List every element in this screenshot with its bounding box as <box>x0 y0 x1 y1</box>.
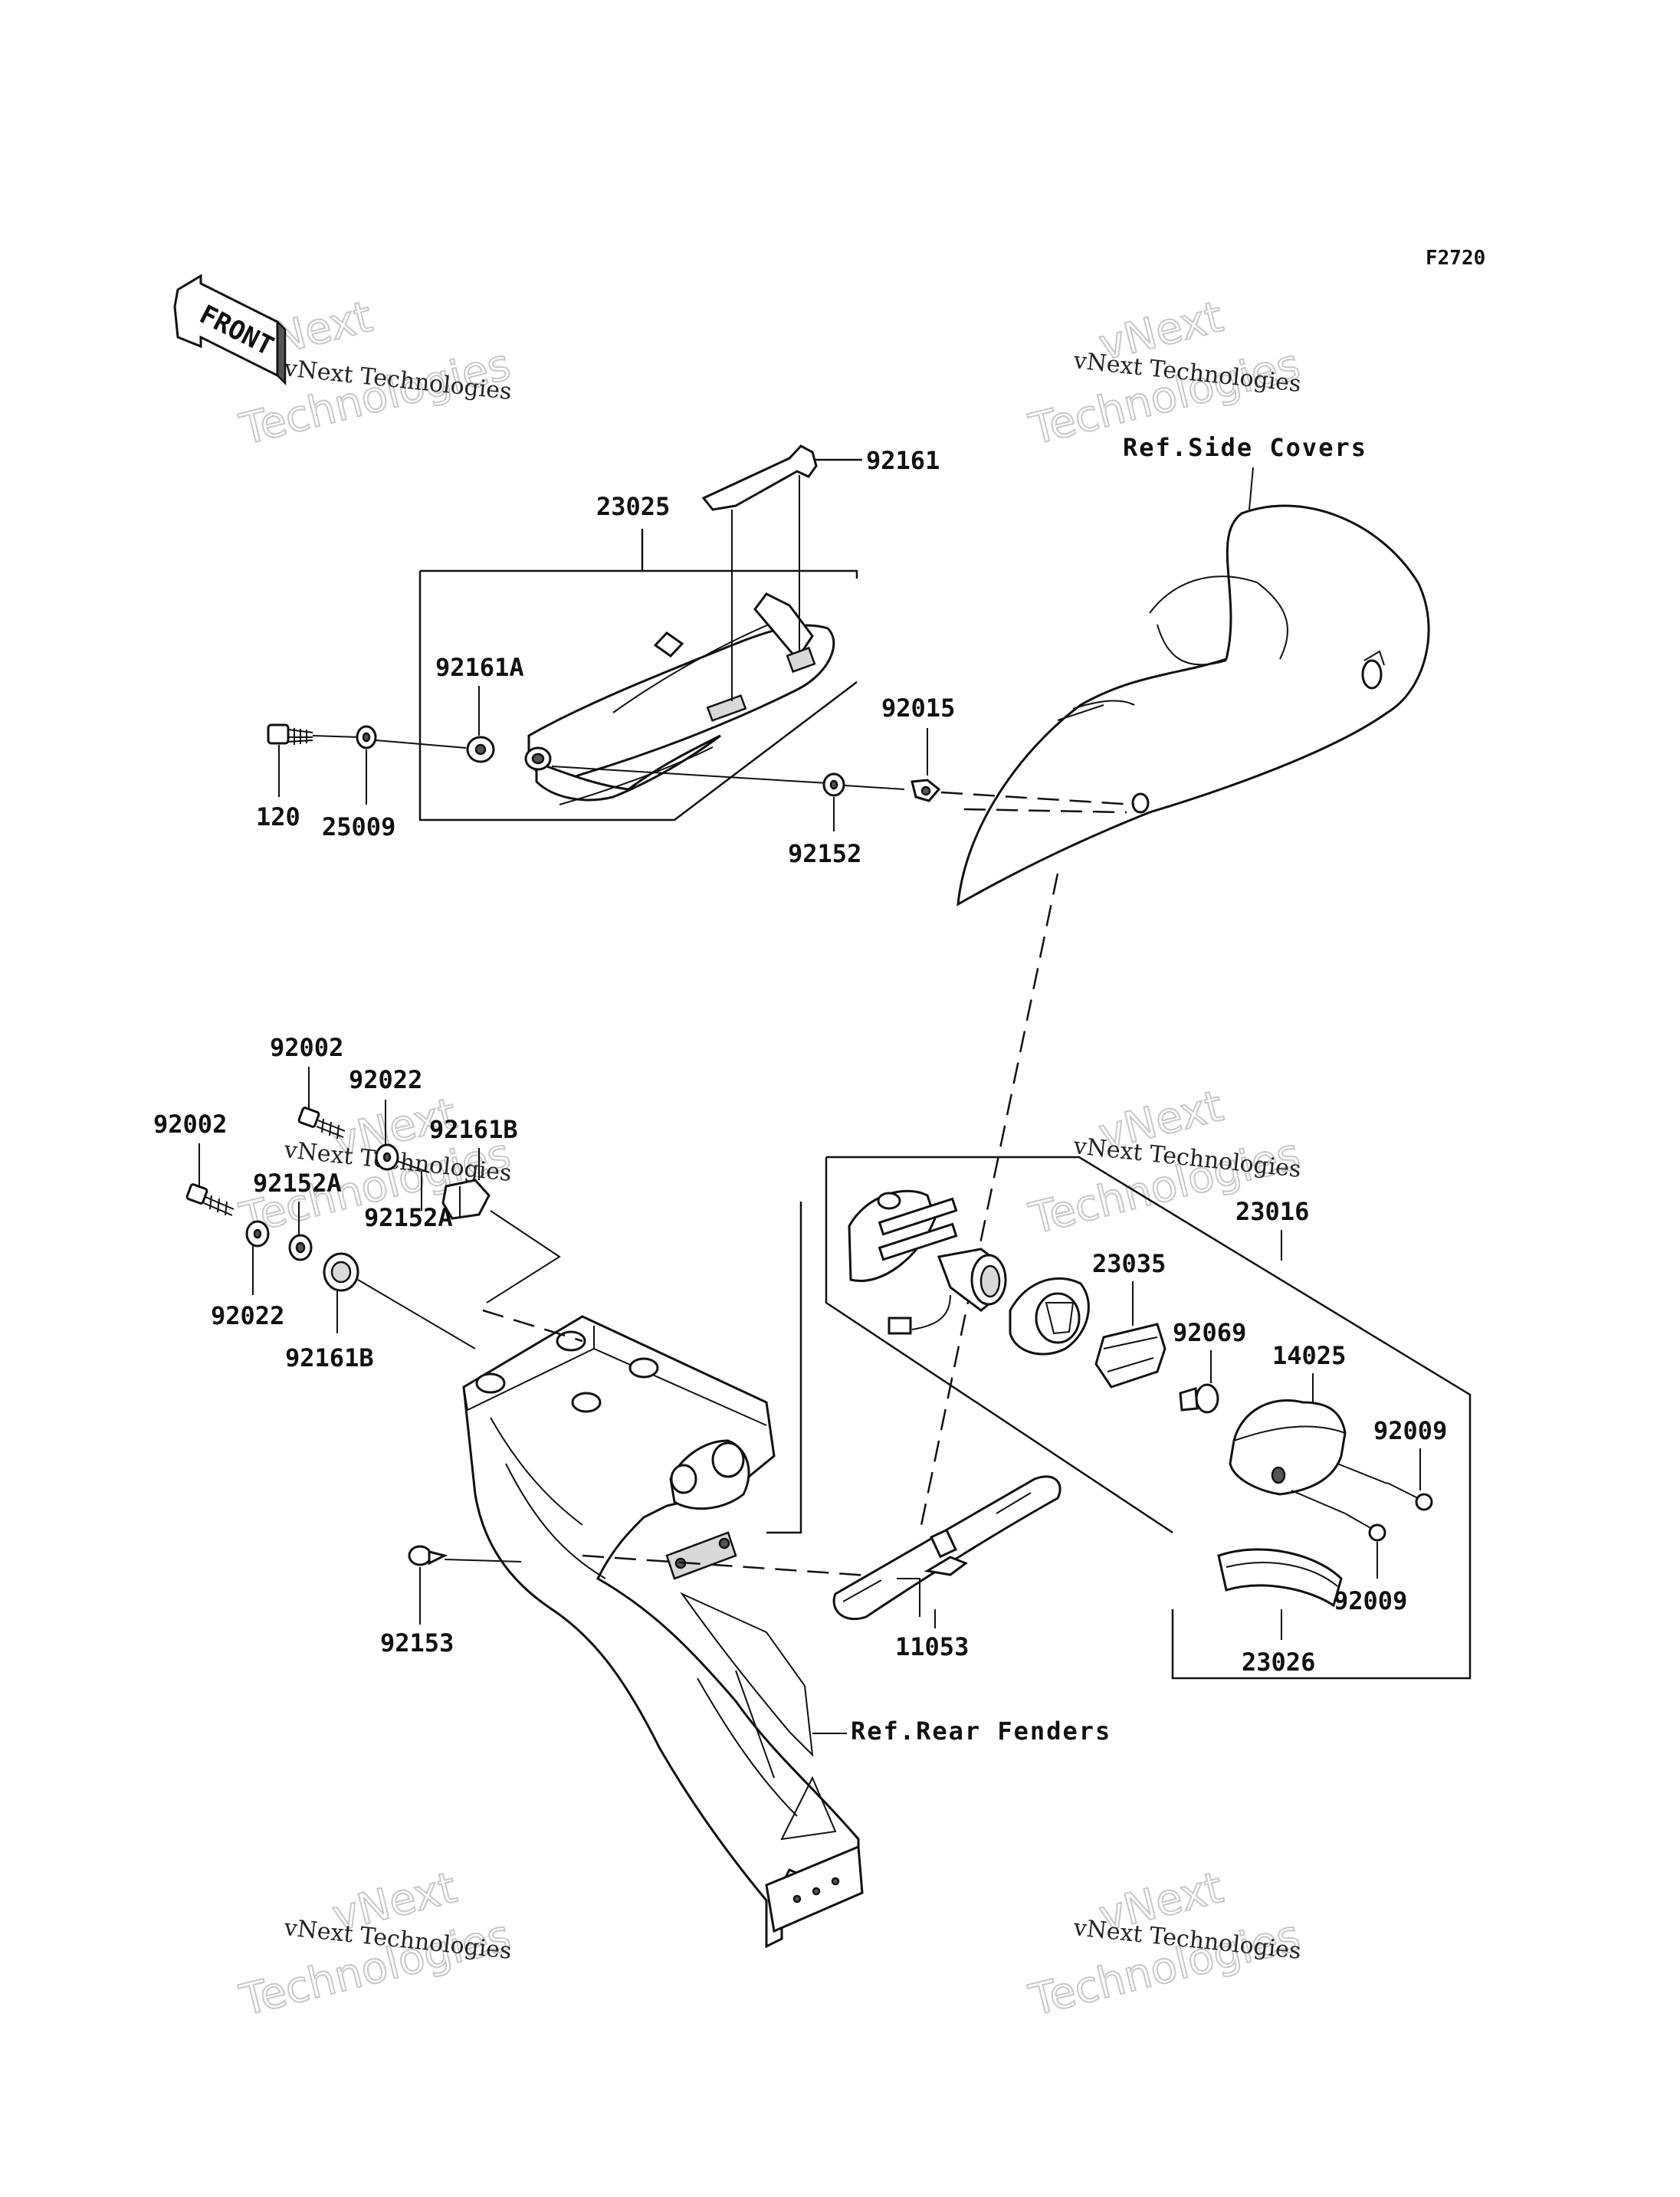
label-92069: 92069 <box>1173 1318 1246 1347</box>
grommet-92161B-top <box>441 1179 491 1220</box>
label-120: 120 <box>256 802 300 831</box>
screw-92009-top <box>1386 1482 1433 1511</box>
label-92161A: 92161A <box>435 653 524 682</box>
nut-92015 <box>911 779 941 802</box>
ref-rear-fenders-label: Ref.Rear Fenders <box>851 1717 1111 1746</box>
screw-92009-bottom <box>1344 1513 1386 1542</box>
label-92152A-right: 92152A <box>364 1203 453 1232</box>
part-92161 <box>701 444 818 511</box>
washer-92152 <box>822 772 845 797</box>
label-23026: 23026 <box>1242 1648 1315 1677</box>
bolt-92002-top <box>297 1107 346 1139</box>
bulb-92069 <box>1179 1383 1219 1414</box>
label-92002-top: 92002 <box>270 1033 343 1062</box>
label-25009: 25009 <box>322 812 395 841</box>
grommet-92161B-bottom <box>323 1252 359 1292</box>
washer-25009 <box>356 725 377 749</box>
label-14025: 14025 <box>1272 1341 1346 1370</box>
label-92009-top: 92009 <box>1373 1416 1447 1445</box>
label-92009-bottom: 92009 <box>1334 1586 1407 1615</box>
label-23016: 23016 <box>1235 1197 1309 1226</box>
taillight-lens-23025 <box>524 592 835 805</box>
bolt-92153 <box>408 1545 448 1566</box>
label-23025: 23025 <box>596 492 670 521</box>
label-92002-left: 92002 <box>153 1110 227 1139</box>
label-92152A-left: 92152A <box>253 1169 342 1198</box>
side-cover-part <box>956 504 1430 907</box>
reflector-23026 <box>1217 1548 1343 1608</box>
clip-23035 <box>1094 1323 1166 1389</box>
label-92022-top: 92022 <box>349 1065 422 1094</box>
figure-code: F2720 <box>1426 247 1485 270</box>
label-92153: 92153 <box>380 1628 454 1658</box>
collar-92152A-left <box>288 1234 313 1261</box>
bulb-socket-cable <box>888 1248 1007 1335</box>
lamp-housing-23035 <box>1009 1277 1090 1356</box>
ref-side-covers-label: Ref.Side Covers <box>1123 433 1367 462</box>
washer-92022-left <box>245 1220 270 1248</box>
socket-base <box>848 1189 958 1282</box>
label-92161B-top: 92161B <box>429 1115 518 1144</box>
label-11053: 11053 <box>895 1632 969 1661</box>
label-92015: 92015 <box>881 694 955 723</box>
rear-fender-bracket <box>462 1315 864 1949</box>
washer-92022-top <box>375 1143 399 1171</box>
front-arrow-icon: FRONT <box>173 274 287 386</box>
plate-bracket-11053 <box>832 1475 1061 1621</box>
lens-14025 <box>1229 1399 1347 1496</box>
watermark-bottom-right: vNext Technologies vNext Technologies <box>1024 1862 1306 2027</box>
label-92161B-bottom: 92161B <box>285 1343 374 1372</box>
label-92022-left: 92022 <box>211 1301 284 1330</box>
watermark-top-right: vNext Technologies vNext Technologies <box>1024 291 1306 456</box>
label-92152: 92152 <box>788 839 861 868</box>
bolt-120 <box>267 723 313 745</box>
grommet-92161A <box>466 736 495 763</box>
label-23035: 23035 <box>1092 1249 1166 1278</box>
label-92161: 92161 <box>866 446 940 475</box>
bolt-92002-left <box>185 1183 235 1216</box>
watermark-bottom-left: vNext Technologies vNext Technologies <box>235 1862 517 2027</box>
